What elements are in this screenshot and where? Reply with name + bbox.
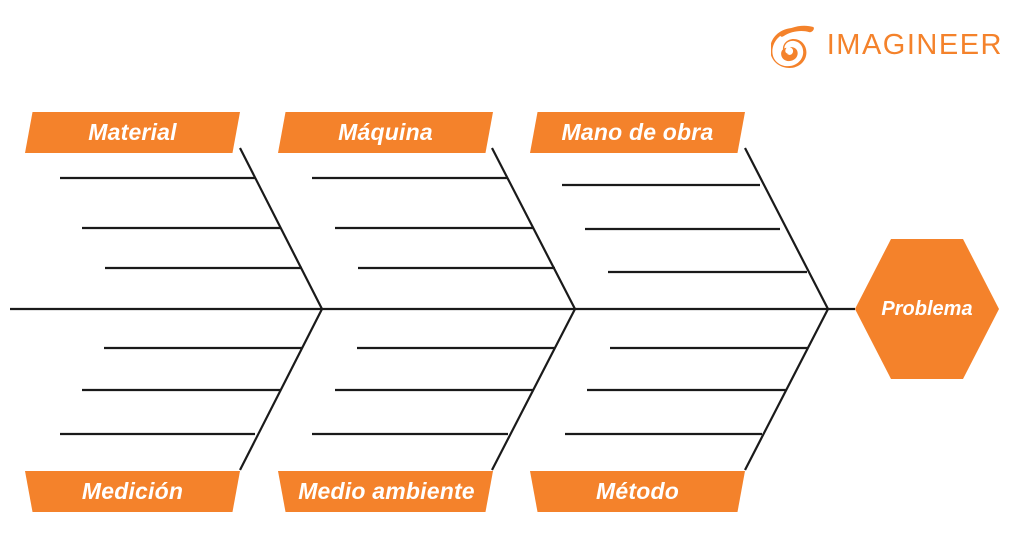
category-spine-metodo: [744, 308, 829, 471]
category-banner-label: Máquina: [338, 119, 433, 145]
category-banner-metodo[interactable]: Método: [530, 471, 745, 512]
spiral-swirl-logo-icon: [770, 25, 814, 68]
category-banner-label: Material: [88, 119, 177, 145]
category-banner-medio-ambiente[interactable]: Medio ambiente: [278, 471, 493, 512]
category-banner-medicion[interactable]: Medición: [25, 471, 240, 512]
category-banner-label: Medición: [81, 478, 184, 504]
category-spine-mano-de-obra: [744, 147, 829, 310]
problem-label: Problema: [881, 298, 973, 320]
category-banner-label: Mano de obra: [561, 119, 714, 145]
problem-hexagon[interactable]: Problema: [855, 239, 999, 379]
category-banner-label: Método: [596, 478, 679, 504]
category-banner-maquina[interactable]: Máquina: [278, 112, 493, 153]
brand-logo: IMAGINEER: [770, 22, 1003, 68]
brand-name: IMAGINEER: [826, 28, 1003, 61]
category-banner-mano-de-obra[interactable]: Mano de obra: [530, 112, 745, 153]
category-banner-label: Medio ambiente: [298, 478, 475, 504]
category-banner-material[interactable]: Material: [25, 112, 240, 153]
